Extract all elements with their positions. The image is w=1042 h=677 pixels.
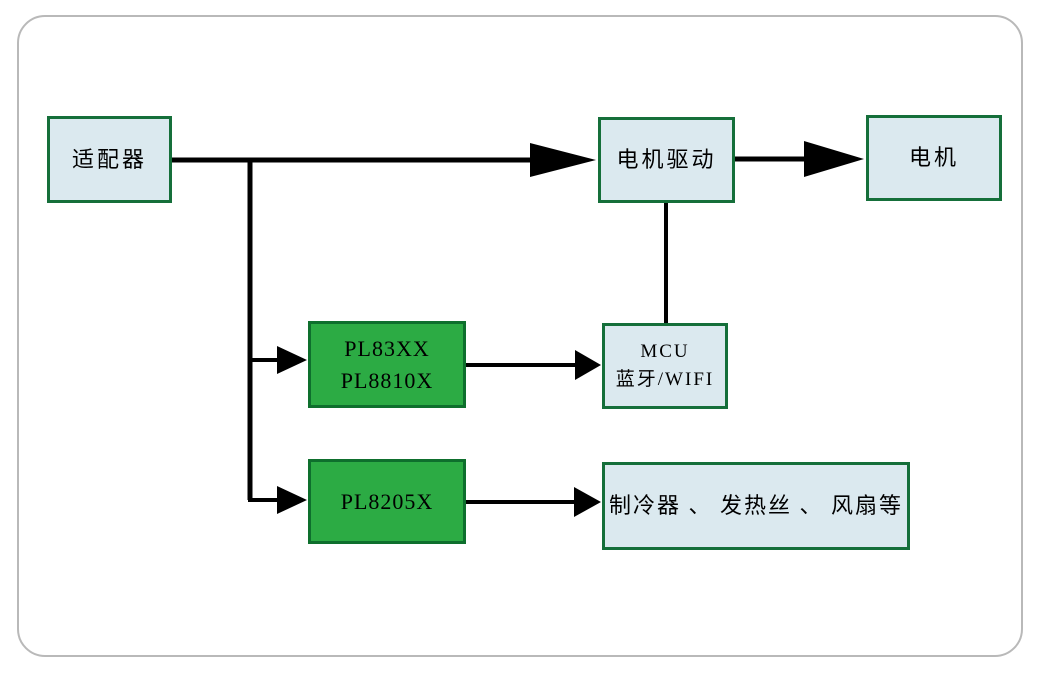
node-chip-pl8205x-label: PL8205X <box>340 488 434 514</box>
node-loads: 制冷器 、 发热丝 、 风扇等 <box>602 462 910 550</box>
rounded-frame <box>17 15 1023 657</box>
node-adapter: 适配器 <box>47 116 172 203</box>
node-adapter-label: 适配器 <box>71 146 147 172</box>
edge-chip-power-to-loads-arrowhead <box>574 487 601 517</box>
node-mcu-line1: MCU <box>640 341 690 363</box>
node-chip-pl83xx-line1: PL83XX <box>344 335 430 361</box>
node-motor-drive-label: 电机驱动 <box>616 147 717 173</box>
node-chip-pl83xx: PL83XX PL8810X <box>308 321 466 408</box>
edge-adapter-to-chip-power-arrowhead <box>277 486 307 514</box>
node-motor-label: 电机 <box>908 145 959 171</box>
edge-adapter-to-motor-drive-arrowhead <box>530 143 596 177</box>
edge-motor-drive-to-motor-arrowhead <box>804 141 864 177</box>
node-loads-label: 制冷器 、 发热丝 、 风扇等 <box>608 493 903 519</box>
node-mcu: MCU 蓝牙/WIFI <box>602 323 728 409</box>
edge-chip-main-to-mcu-arrowhead <box>575 350 601 380</box>
node-motor-drive: 电机驱动 <box>598 117 735 203</box>
node-chip-pl8205x: PL8205X <box>308 459 466 544</box>
node-mcu-line2: 蓝牙/WIFI <box>615 369 715 390</box>
node-chip-pl83xx-line2: PL8810X <box>340 367 434 393</box>
node-motor: 电机 <box>866 115 1002 201</box>
edge-adapter-to-chip-main-arrowhead <box>277 346 307 374</box>
